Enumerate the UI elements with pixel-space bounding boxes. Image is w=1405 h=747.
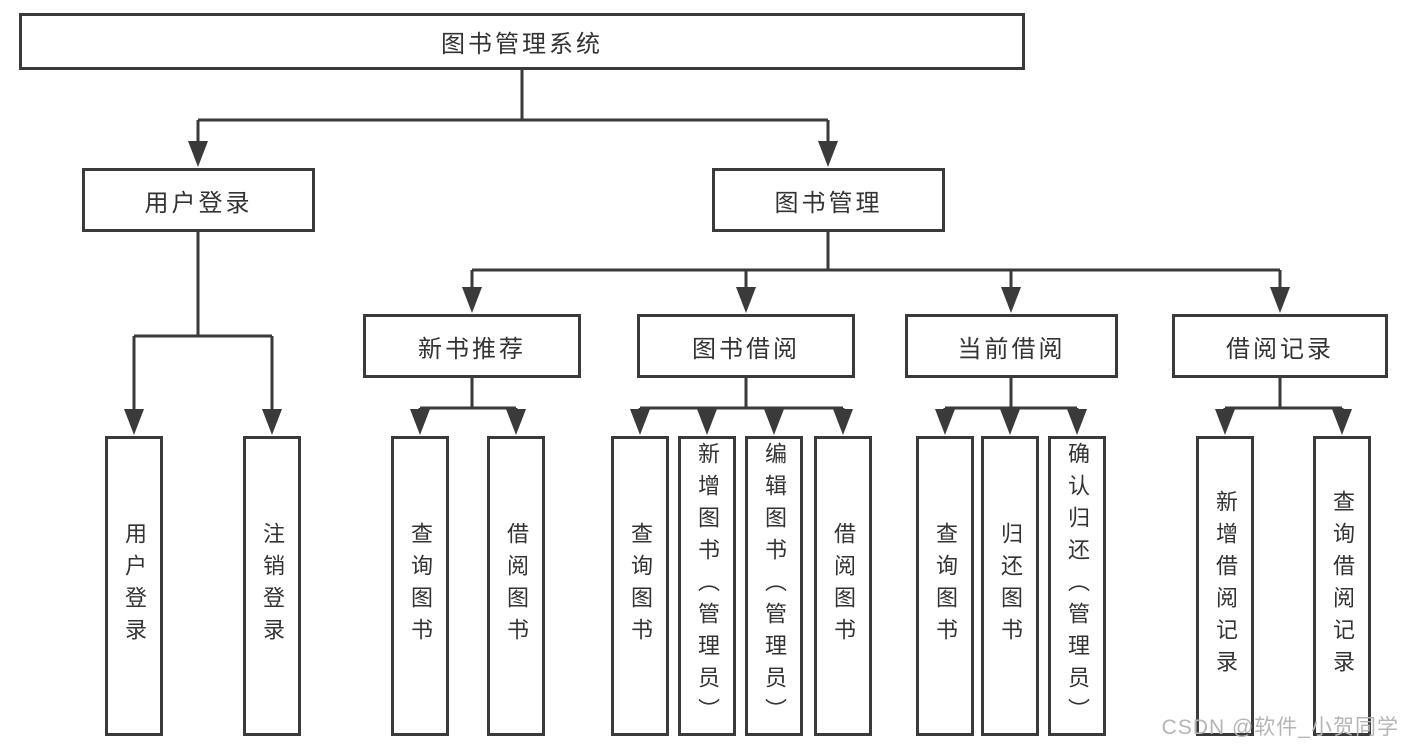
leaf-logout-label: 注销登录: [260, 522, 285, 650]
csdn-watermark: CSDN @软件_小贺同学: [1161, 716, 1399, 739]
leaf-query-books-current-label: 查询图书: [933, 522, 958, 650]
leaf-return-books-label: 归还图书: [998, 522, 1023, 650]
leaf-confirm-return-admin: 确认归还（管理员）: [1048, 436, 1106, 736]
leaf-user-login: 用户登录: [105, 436, 163, 736]
node-root-system: 图书管理系统: [19, 13, 1025, 70]
leaf-borrow-books-recommend: 借阅图书: [487, 436, 545, 736]
leaf-add-borrow-record-label: 新增借阅记录: [1213, 490, 1238, 682]
leaf-query-books-borrowing-label: 查询图书: [628, 522, 653, 650]
leaf-query-books-recommend: 查询图书: [391, 436, 449, 736]
leaf-query-borrow-record-label: 查询借阅记录: [1330, 490, 1355, 682]
leaf-add-borrow-record: 新增借阅记录: [1196, 436, 1254, 736]
leaf-confirm-return-admin-label: 确认归还（管理员）: [1065, 442, 1090, 730]
leaf-borrow-books-recommend-label: 借阅图书: [504, 522, 529, 650]
leaf-query-books-current: 查询图书: [916, 436, 974, 736]
leaf-add-books-admin-label: 新增图书（管理员）: [695, 442, 720, 730]
arrowheads: [124, 141, 1352, 435]
leaf-edit-books-admin: 编辑图书（管理员）: [745, 436, 803, 736]
leaf-user-login-label: 用户登录: [122, 522, 147, 650]
leaf-return-books: 归还图书: [981, 436, 1039, 736]
node-borrowing-records: 借阅记录: [1172, 314, 1388, 378]
leaf-query-books-recommend-label: 查询图书: [408, 522, 433, 650]
leaf-edit-books-admin-label: 编辑图书（管理员）: [762, 442, 787, 730]
leaf-borrow-books-label: 借阅图书: [831, 522, 856, 650]
node-user-login-module: 用户登录: [82, 168, 315, 232]
node-book-management-module: 图书管理: [712, 168, 945, 232]
leaf-logout: 注销登录: [243, 436, 301, 736]
leaf-borrow-books: 借阅图书: [814, 436, 872, 736]
node-new-book-recommend: 新书推荐: [363, 314, 581, 378]
node-current-borrowing: 当前借阅: [905, 314, 1118, 378]
leaf-add-books-admin: 新增图书（管理员）: [678, 436, 736, 736]
node-book-borrowing: 图书借阅: [637, 314, 855, 378]
leaf-query-borrow-record: 查询借阅记录: [1313, 436, 1371, 736]
leaf-query-books-borrowing: 查询图书: [611, 436, 669, 736]
